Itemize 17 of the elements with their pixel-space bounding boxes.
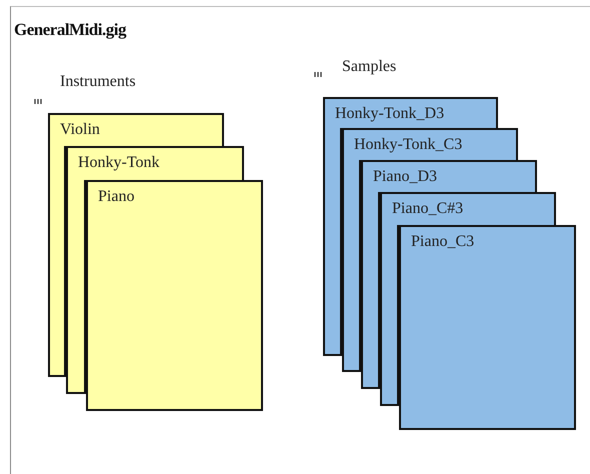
instrument-card: Violin [48, 113, 224, 146]
card-edge [342, 160, 361, 372]
group-label: Samples [342, 58, 396, 76]
card-edge [323, 128, 342, 356]
card-edge [361, 192, 380, 389]
card-edge [66, 180, 86, 394]
card-edge [48, 146, 66, 377]
group-label: Instruments [60, 73, 136, 91]
file-title: GeneralMidi.gig [14, 20, 126, 40]
instrument-card: Honky-Tonk [66, 146, 244, 180]
sample-card: Piano_C3 [399, 225, 576, 430]
instrument-card: Piano [86, 180, 263, 411]
card-edge [380, 225, 399, 406]
sample-card: Piano_D3 [361, 160, 537, 192]
sample-card: Honky-Tonk_C3 [342, 128, 518, 160]
sample-card: Honky-Tonk_D3 [323, 97, 498, 128]
sample-card: Piano_C#3 [380, 192, 556, 225]
